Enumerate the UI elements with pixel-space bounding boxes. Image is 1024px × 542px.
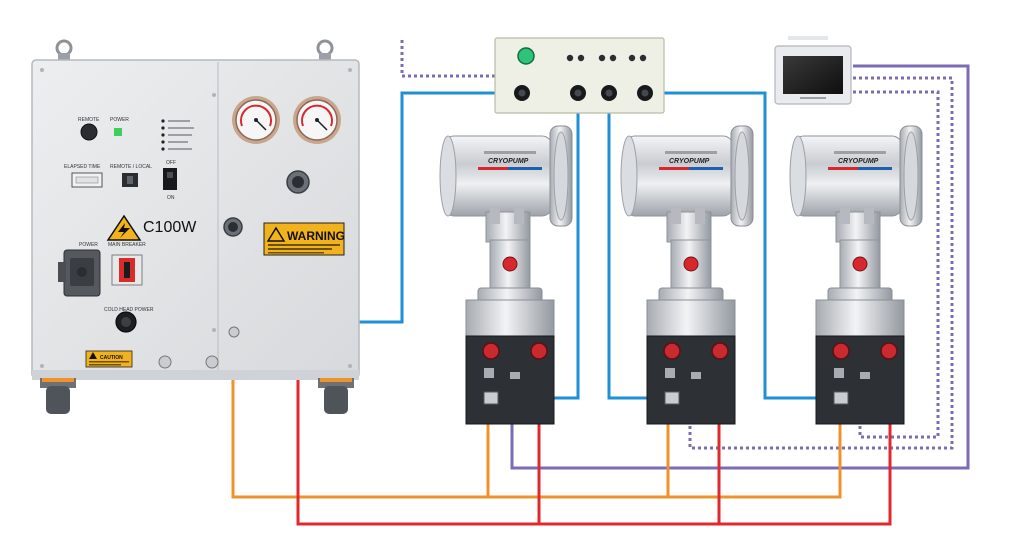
supply-fitting[interactable] — [880, 342, 898, 360]
relief-valve — [683, 256, 699, 272]
control-junction-box — [494, 37, 665, 114]
off-label: OFF — [166, 160, 176, 166]
supply-fitting[interactable] — [711, 342, 729, 360]
green-indicator-lamp — [517, 47, 535, 65]
on-off-switch[interactable] — [163, 168, 177, 190]
power-input-label: POWER — [79, 242, 98, 248]
power-inlet-connector[interactable] — [58, 249, 101, 297]
remote-local-label: REMOTE / LOCAL — [110, 164, 152, 170]
supply-fitting[interactable] — [530, 342, 548, 360]
power-led — [114, 128, 122, 136]
supply-pressure-gauge — [232, 96, 280, 144]
power-connector[interactable] — [664, 391, 680, 405]
elapsed-time-label: ELAPSED TIME — [64, 164, 101, 170]
lifting-eye-right — [316, 39, 334, 57]
cold-head-power-label: COLD HEAD POWER — [104, 307, 154, 313]
small-connector-row[interactable] — [566, 54, 647, 62]
return-pressure-gauge — [293, 96, 341, 144]
relief-valve — [502, 256, 518, 272]
high-voltage-warning-icon — [106, 214, 142, 241]
cryopump-cylinder — [443, 135, 553, 217]
lifting-eye-left — [55, 39, 73, 57]
supply-port[interactable] — [223, 217, 243, 237]
vent-fitting-left — [158, 355, 172, 369]
compressor-unit: REMOTE POWER ELAPSED TIME REMOTE / LOCAL… — [31, 39, 360, 414]
compressor-model-label: C100W — [143, 219, 197, 236]
caution-label: CAUTION — [100, 355, 123, 361]
red-return-lines — [296, 190, 892, 526]
main-breaker-switch[interactable] — [111, 254, 143, 286]
power-connector[interactable] — [833, 391, 849, 405]
caution-label-plate: CAUTION — [85, 350, 133, 368]
remote-connector[interactable] — [80, 123, 98, 141]
cryopump-3: CRYOPUMP — [789, 125, 923, 425]
signal-connector[interactable] — [665, 368, 675, 378]
hmi-touch-panel[interactable] — [774, 36, 852, 105]
on-label: ON — [167, 195, 175, 201]
cryopump-2: CRYOPUMP — [620, 125, 754, 425]
caster-left — [40, 378, 76, 414]
cryopump-1: CRYOPUMP — [439, 125, 573, 425]
motor-housing — [646, 299, 736, 337]
vent-fitting-right — [205, 355, 219, 369]
power-connector[interactable] — [483, 391, 499, 405]
panel-screws — [40, 68, 352, 368]
large-connector-row[interactable] — [514, 85, 653, 101]
main-breaker-label: MAIN BREAKER — [108, 242, 146, 248]
warning-plate: WARNING — [263, 222, 345, 256]
cryopump-cylinder — [624, 135, 734, 217]
warning-title: WARNING — [287, 229, 345, 243]
remote-label: REMOTE — [78, 117, 100, 123]
status-indicator-list — [161, 119, 194, 151]
caster-right — [318, 378, 354, 414]
power-label: POWER — [110, 117, 129, 123]
relief-valve — [852, 256, 868, 272]
cryopump-brand-label: CRYOPUMP — [838, 158, 879, 165]
cryopump-brand-label: CRYOPUMP — [488, 158, 529, 165]
motor-housing — [465, 299, 555, 337]
return-fitting[interactable] — [832, 342, 850, 360]
return-fitting[interactable] — [482, 342, 500, 360]
motor-housing — [815, 299, 905, 337]
return-port[interactable] — [286, 170, 310, 194]
cryopump-brand-label: CRYOPUMP — [669, 158, 710, 165]
return-fitting[interactable] — [663, 342, 681, 360]
signal-connector[interactable] — [484, 368, 494, 378]
cryopump-cylinder — [793, 135, 903, 217]
signal-connector[interactable] — [834, 368, 844, 378]
